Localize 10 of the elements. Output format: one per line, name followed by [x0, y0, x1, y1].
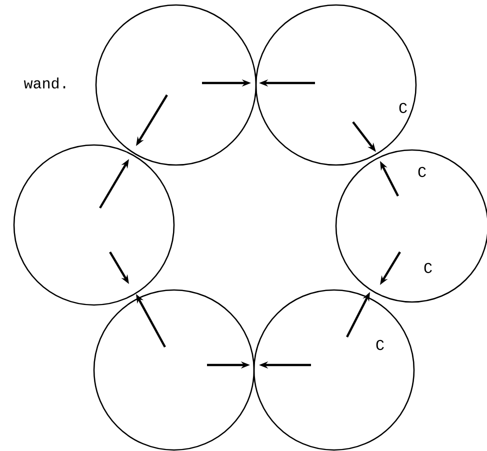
disk-circle	[13, 144, 175, 306]
point-label: C	[399, 102, 407, 114]
disk-circle	[95, 4, 257, 166]
disk-circle	[253, 289, 415, 451]
point-label: C	[418, 166, 426, 178]
label-text: wand.	[24, 77, 66, 89]
disk-circle	[93, 289, 255, 451]
point-label: C	[376, 340, 384, 350]
disk-circle	[255, 4, 417, 166]
point-label: C	[424, 262, 432, 274]
